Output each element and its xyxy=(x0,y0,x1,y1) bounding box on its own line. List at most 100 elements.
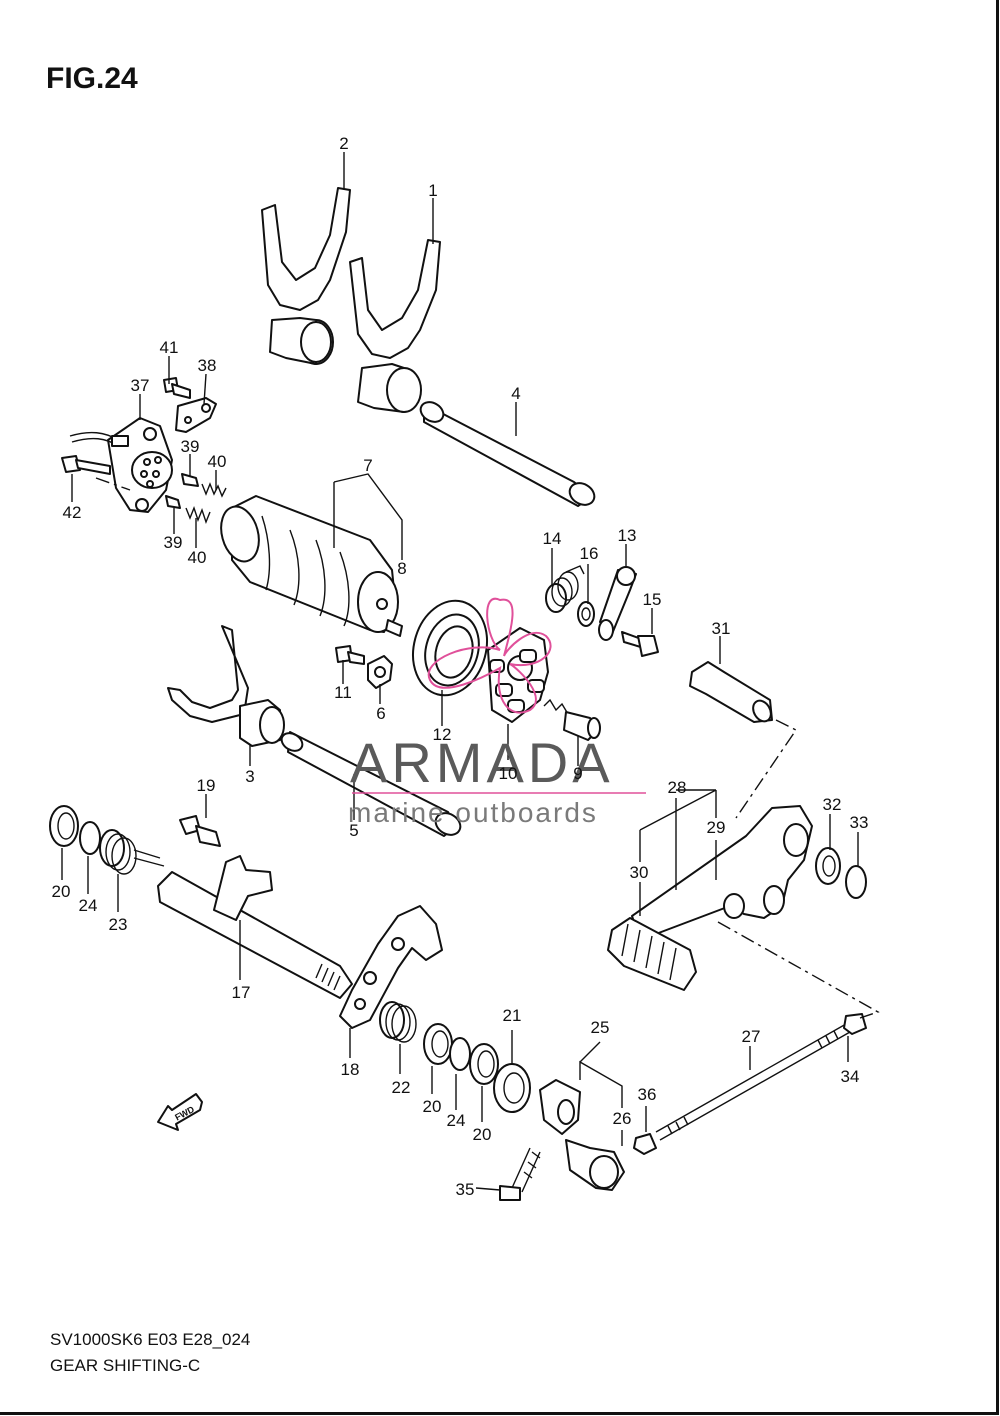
callout-39-upper: 39 xyxy=(181,437,200,456)
gearshift-lever-28 xyxy=(631,805,813,941)
callout-24-left: 24 xyxy=(79,896,98,915)
washer-20-left xyxy=(49,805,79,847)
callout-40-lower: 40 xyxy=(188,548,207,567)
callout-39-lower: 39 xyxy=(164,533,183,552)
callout-41: 41 xyxy=(160,338,179,357)
fork-shaft-4 xyxy=(419,401,596,507)
figure-title: FIG.24 xyxy=(46,62,138,95)
shift-arm-13 xyxy=(598,566,637,641)
callout-42: 42 xyxy=(63,503,82,522)
gearshift-link-rod-27 xyxy=(655,1023,851,1141)
callout-24-mid: 24 xyxy=(447,1111,466,1130)
washer-20-mid xyxy=(423,1023,453,1065)
callout-20-mid: 20 xyxy=(423,1097,442,1116)
washer-32 xyxy=(815,847,841,885)
washer-20-right xyxy=(469,1043,499,1085)
oil-seal-21 xyxy=(493,1063,531,1113)
callout-36: 36 xyxy=(638,1085,657,1104)
assembly-line-31 xyxy=(735,719,798,819)
callout-29: 29 xyxy=(707,818,726,837)
diagram-caption: GEAR SHIFTING-C xyxy=(50,1356,201,1375)
clip-24-left xyxy=(79,821,101,855)
watermark-brand: ARMADA xyxy=(350,731,614,794)
spring-14 xyxy=(545,565,585,613)
nut-36 xyxy=(633,1133,657,1155)
callout-38: 38 xyxy=(198,356,217,375)
bolt-42 xyxy=(61,455,111,475)
callout-2: 2 xyxy=(339,134,348,153)
washer-16 xyxy=(577,601,595,627)
callout-23: 23 xyxy=(109,915,128,934)
leader-lines xyxy=(61,152,859,1191)
callout-3: 3 xyxy=(245,767,254,786)
bolt-35 xyxy=(499,1147,541,1201)
callout-26: 26 xyxy=(613,1109,632,1128)
stud-bolt-31 xyxy=(689,661,773,723)
plate-6 xyxy=(367,655,393,689)
callout-34: 34 xyxy=(841,1067,860,1086)
callout-20-right: 20 xyxy=(473,1125,492,1144)
callout-9: 9 xyxy=(573,764,582,783)
pin-9 xyxy=(543,698,601,741)
bracket-38 xyxy=(175,397,217,433)
watermark-tagline: marine outboards xyxy=(348,797,598,828)
shift-fork-3 xyxy=(167,625,285,747)
footrest-rubber-30 xyxy=(607,917,697,991)
drawing-code: SV1000SK6 E03 E28_024 xyxy=(50,1330,251,1349)
callout-8: 8 xyxy=(397,559,406,578)
assembly-line-27 xyxy=(717,921,880,1019)
callout-16: 16 xyxy=(580,544,599,563)
watermark-flower-icon xyxy=(427,597,552,714)
nut-34 xyxy=(843,1013,867,1035)
spring-40-lower xyxy=(185,505,211,525)
link-arm-25 xyxy=(539,1079,625,1191)
callout-40-upper: 40 xyxy=(208,452,227,471)
callout-22: 22 xyxy=(392,1078,411,1097)
gearshift-cam-7 xyxy=(220,495,403,637)
pin-39-upper xyxy=(181,473,199,487)
callout-21: 21 xyxy=(503,1006,522,1025)
callout-18: 18 xyxy=(341,1060,360,1079)
callout-13: 13 xyxy=(618,526,637,545)
callout-5: 5 xyxy=(349,821,358,840)
callout-4: 4 xyxy=(511,384,520,403)
callout-17: 17 xyxy=(232,983,251,1002)
shift-fork-2 xyxy=(261,187,351,365)
callout-32: 32 xyxy=(823,795,842,814)
callout-6: 6 xyxy=(376,704,385,723)
assembly-line-shaft xyxy=(95,477,131,491)
callout-30: 30 xyxy=(630,863,649,882)
clip-24-mid xyxy=(449,1037,471,1071)
spring-22 xyxy=(379,1001,417,1043)
callout-10: 10 xyxy=(499,764,518,783)
callout-25: 25 xyxy=(591,1018,610,1037)
spring-40-upper xyxy=(201,482,227,498)
callout-20-left: 20 xyxy=(52,882,71,901)
callout-labels: 2 1 4 7 8 41 38 37 39 40 42 39 40 11 6 1… xyxy=(52,134,869,1199)
bolt-19 xyxy=(179,815,221,847)
callout-1: 1 xyxy=(428,181,437,200)
cam-driven-gear-10 xyxy=(487,627,549,723)
armada-watermark: ARMADA marine outboards xyxy=(348,597,646,828)
callout-28: 28 xyxy=(668,778,687,797)
callout-12: 12 xyxy=(433,725,452,744)
gearshift-shaft-17 xyxy=(157,855,353,999)
pin-39-lower xyxy=(165,495,181,509)
callout-35: 35 xyxy=(456,1180,475,1199)
callout-7: 7 xyxy=(363,456,372,475)
callout-11: 11 xyxy=(334,683,352,702)
fwd-arrow-icon: FWD xyxy=(157,1093,203,1131)
callout-15: 15 xyxy=(643,590,662,609)
fork-shaft-5 xyxy=(280,731,462,837)
callout-31: 31 xyxy=(712,619,731,638)
bolt-15 xyxy=(621,631,659,657)
callout-37: 37 xyxy=(131,376,150,395)
return-spring-23 xyxy=(99,829,165,875)
callout-19: 19 xyxy=(197,776,216,795)
shift-plate-18 xyxy=(339,905,443,1029)
bolt-11 xyxy=(335,645,365,665)
circlip-33 xyxy=(845,865,867,899)
callout-33: 33 xyxy=(850,813,869,832)
callout-27: 27 xyxy=(742,1027,761,1046)
shift-fork-1 xyxy=(349,239,441,413)
